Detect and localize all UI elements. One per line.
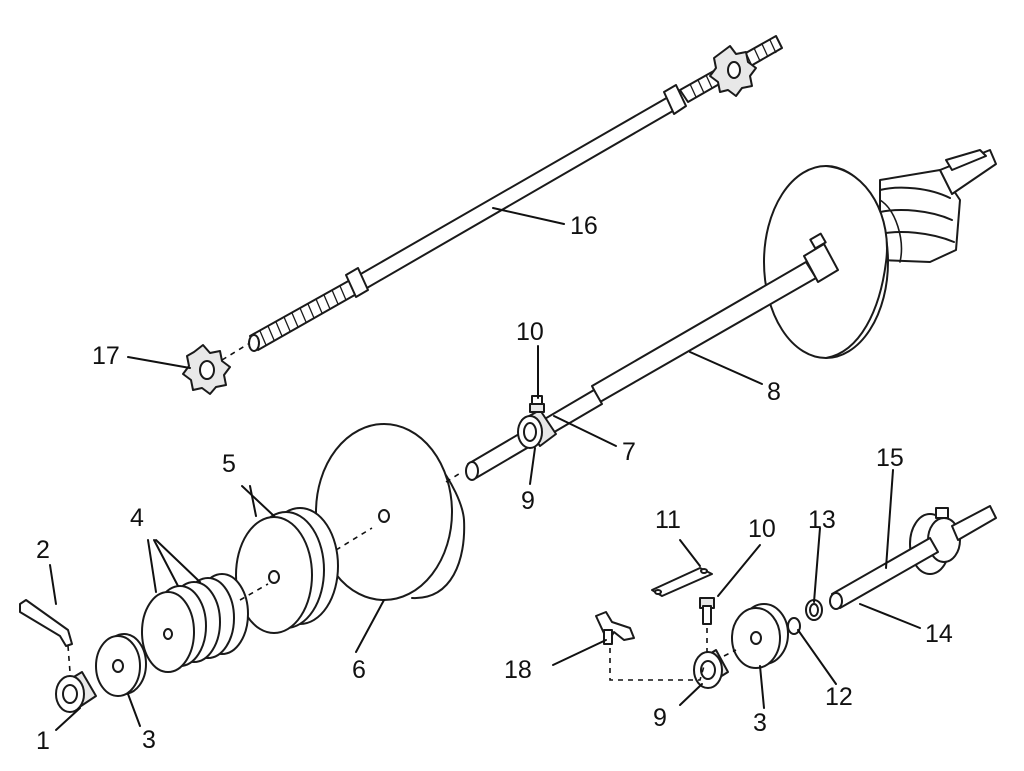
callout-11: 11	[655, 506, 681, 534]
spring-clip-13	[805, 599, 823, 621]
callout-7: 7	[622, 438, 636, 466]
star-nut-17	[182, 343, 249, 395]
callout-10-top: 10	[516, 318, 544, 346]
callout-3-left: 3	[142, 726, 156, 754]
spacer-3-left	[95, 633, 147, 697]
bar-tube-14	[829, 537, 939, 610]
callout-12: 12	[825, 683, 853, 711]
callout-3-right: 3	[753, 709, 767, 737]
callout-8: 8	[767, 378, 781, 406]
callout-9-bottom: 9	[653, 704, 667, 732]
callout-1: 1	[36, 727, 50, 755]
callout-14: 14	[925, 620, 953, 648]
threaded-bar-16	[248, 35, 783, 352]
large-plate-6	[315, 423, 466, 601]
screw-10-bottom	[699, 597, 715, 652]
callout-16: 16	[570, 212, 598, 240]
leader-lines	[49, 207, 921, 731]
small-plates-4	[141, 573, 269, 673]
collar-9-bottom	[693, 649, 729, 689]
collar-9-top	[517, 409, 557, 449]
callout-6: 6	[352, 656, 366, 684]
collar-1	[55, 671, 97, 713]
bracket-11	[651, 567, 713, 597]
l-bolt-2	[19, 599, 73, 673]
callout-17: 17	[92, 342, 120, 370]
callout-5: 5	[222, 450, 236, 478]
thumb-screw-18	[595, 611, 705, 681]
callout-4: 4	[130, 504, 144, 532]
callout-9-top: 9	[521, 487, 535, 515]
spacer-3-right	[723, 603, 789, 669]
callout-10-bottom: 10	[748, 515, 776, 543]
callout-2: 2	[36, 536, 50, 564]
callout-13: 13	[808, 506, 836, 534]
medium-plates-5	[235, 507, 373, 634]
bar-end-15	[909, 505, 997, 575]
screw-10-top	[529, 395, 545, 413]
callout-18: 18	[504, 656, 532, 684]
bar-rack-end	[763, 149, 997, 359]
callout-15: 15	[876, 444, 904, 472]
